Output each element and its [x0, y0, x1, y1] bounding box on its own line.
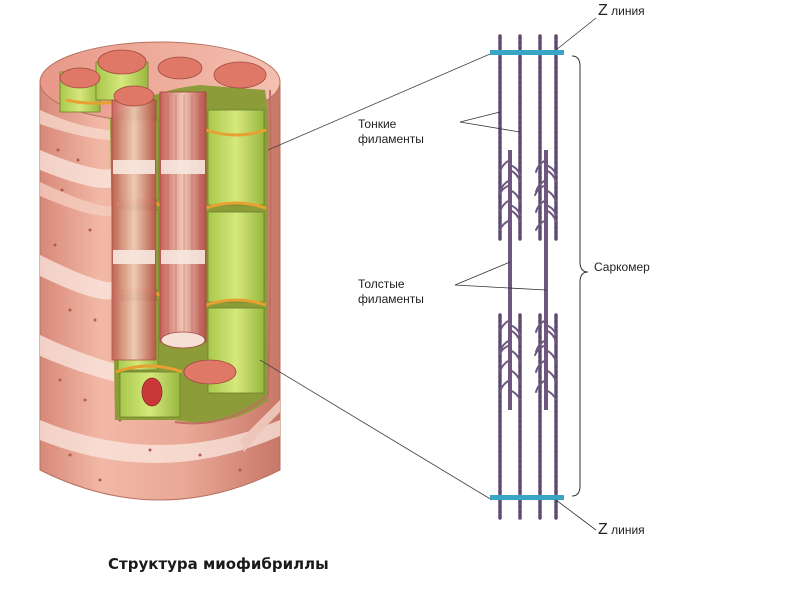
- label-leader-lines: [454, 17, 597, 531]
- thin-filaments-label-line2: филаменты: [358, 132, 424, 146]
- z-line-top-word: линия: [611, 4, 645, 18]
- thick-filaments-label: Толстые филаменты: [358, 277, 424, 307]
- thin-filaments-label-line1: Тонкие: [358, 117, 397, 131]
- sarcomere-label: Саркомер: [594, 260, 650, 274]
- z-line-top-letter: Z: [598, 2, 608, 19]
- z-disc-top: [490, 50, 564, 55]
- sarcomere-diagram: [454, 17, 597, 531]
- z-disc-bottom: [490, 495, 564, 500]
- thick-filaments: [508, 150, 548, 410]
- myosin-heads: [498, 159, 557, 401]
- z-line-bottom-label: Z линия: [598, 522, 645, 538]
- muscle-fiber-cylinder: [39, 41, 281, 501]
- sarcomere-brace: [571, 55, 589, 497]
- z-line-bottom-letter: Z: [598, 521, 608, 538]
- z-line-top-label: Z линия: [598, 3, 645, 19]
- thick-filaments-label-line2: филаменты: [358, 292, 424, 306]
- myofibril-ends: [59, 49, 267, 407]
- figure-caption: Структура миофибриллы: [108, 555, 329, 573]
- z-line-bottom-word: линия: [611, 523, 645, 537]
- thin-filaments-label: Тонкие филаменты: [358, 117, 424, 147]
- zoom-connector-lines: [259, 53, 493, 501]
- thick-filaments-label-line1: Толстые: [358, 277, 405, 291]
